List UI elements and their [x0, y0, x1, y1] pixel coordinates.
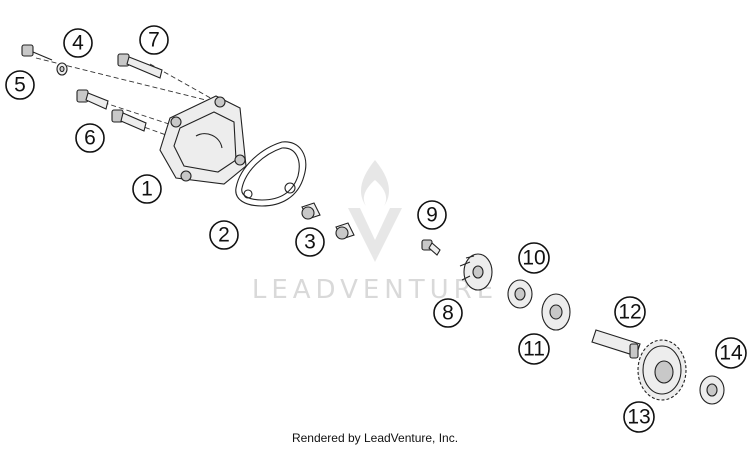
callout-11-label: 11: [523, 338, 545, 361]
callout-14-label: 14: [719, 342, 743, 365]
callout-3-label: 3: [304, 231, 316, 254]
callout-2: 2: [209, 220, 239, 250]
callout-8-label: 8: [442, 302, 454, 325]
callout-3: 3: [295, 227, 325, 257]
callout-4: 4: [63, 28, 93, 58]
callout-14: 14: [715, 337, 747, 369]
watermark-text: LEADVENTURE: [252, 275, 498, 305]
callout-13-label: 13: [627, 406, 650, 429]
part-sleeves-3: [301, 202, 355, 240]
callout-6: 6: [75, 123, 105, 153]
callout-9-label: 9: [426, 204, 438, 227]
part-bolt-7: [117, 53, 163, 79]
callout-1-label: 1: [141, 178, 153, 201]
callout-8: 8: [433, 298, 463, 328]
callout-12-label: 12: [618, 301, 641, 324]
part-shaft-12: [591, 329, 641, 359]
callout-7: 7: [139, 25, 169, 55]
part-pump-cover-1: [159, 95, 247, 185]
part-bolt-5: [21, 44, 53, 61]
part-gear-13: [637, 339, 687, 401]
callout-13: 13: [623, 401, 655, 433]
part-washer-4: [56, 62, 68, 76]
callout-9: 9: [417, 200, 447, 230]
watermark-logo-icon: [348, 160, 402, 262]
callout-2-label: 2: [218, 224, 230, 247]
callout-12: 12: [614, 296, 646, 328]
callout-7-label: 7: [148, 29, 160, 52]
callout-5-label: 5: [14, 74, 26, 97]
part-impeller-8: [459, 253, 493, 291]
callout-11: 11: [518, 333, 550, 365]
part-bearing-14: [699, 375, 725, 405]
part-bearing-10: [507, 279, 533, 309]
callout-6-label: 6: [84, 127, 96, 150]
callout-1: 1: [132, 174, 162, 204]
callout-5: 5: [5, 70, 35, 100]
part-screw-9: [421, 239, 441, 256]
callout-10-label: 10: [522, 247, 545, 270]
callout-10: 10: [518, 242, 550, 274]
part-bearing-11: [541, 293, 571, 331]
part-bolts-6: [76, 89, 147, 132]
footer-credit: Rendered by LeadVenture, Inc.: [291, 431, 459, 445]
callout-4-label: 4: [72, 32, 84, 55]
part-gasket-2: [235, 141, 307, 207]
watermark: LEADVENTURE: [252, 160, 498, 305]
